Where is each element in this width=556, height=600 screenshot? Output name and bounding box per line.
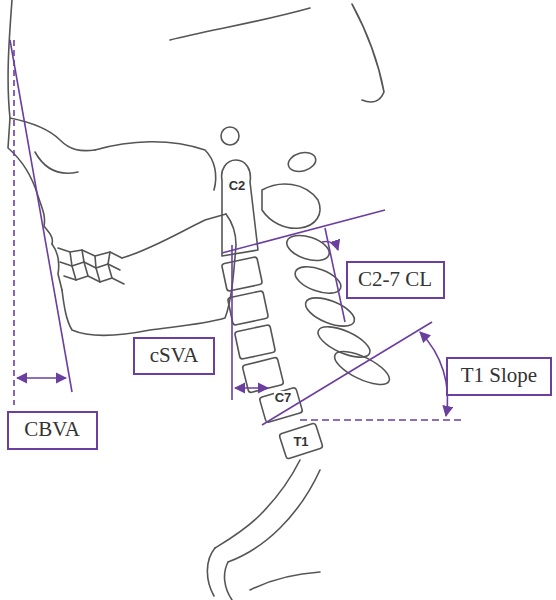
measure-name: cSVA [150,344,199,367]
vertebra-label: C7 [274,391,293,406]
label-box: T1 Slope [446,357,552,396]
measure-name: CBVA [24,418,80,441]
vertebra-label: T1 [292,435,309,450]
label-box: cSVA [133,337,215,375]
label-box: CBVA [7,411,98,450]
vertebra-label: C2 [228,179,247,194]
measure-name: T1 Slope [461,364,537,387]
measure-name: C2-7 CL [358,268,432,291]
label-box: C2-7 CL [346,261,445,299]
